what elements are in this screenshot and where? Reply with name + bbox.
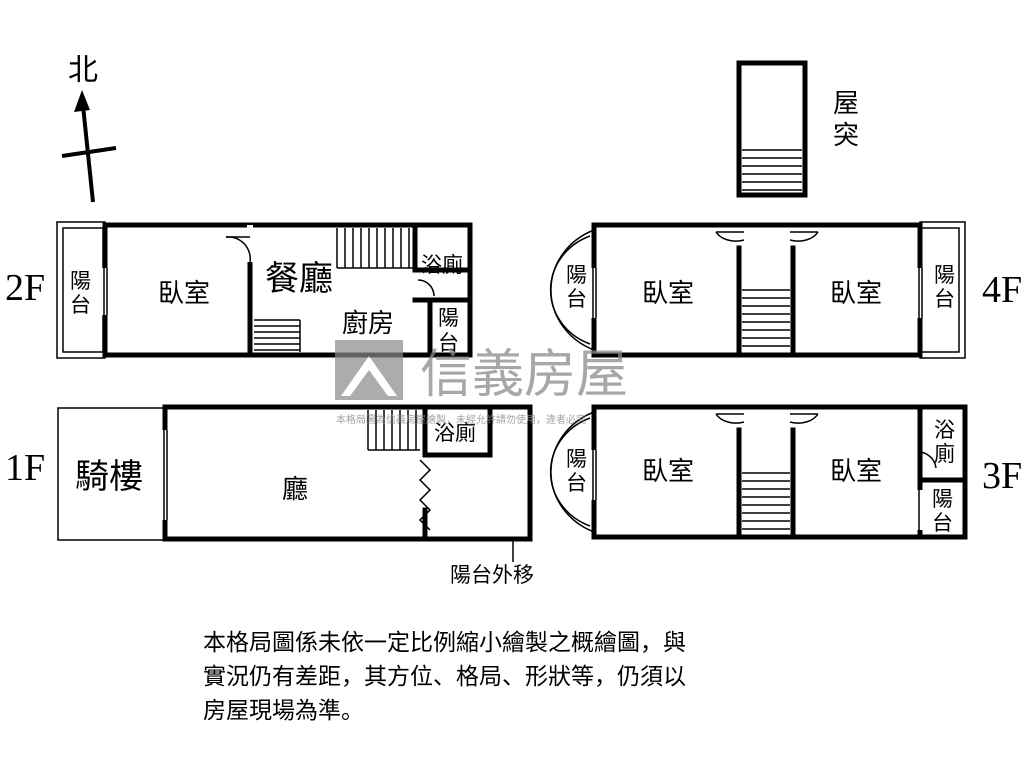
- watermark-logo-icon: [335, 340, 403, 400]
- floor-label-3f: 3F: [982, 455, 1022, 497]
- north-arrow-icon: [80, 95, 95, 203]
- watermark: 信義房屋 本格局圖為信義房屋繪製，未經允許請勿使用，違者必究: [335, 340, 628, 426]
- arrowhead-icon: [74, 90, 90, 112]
- disclaimer-line: 房屋現場為準。: [203, 698, 364, 724]
- floor-1f: [57, 404, 533, 562]
- watermark-brand: 信義房屋: [420, 345, 628, 405]
- roof-label: 屋 突: [833, 89, 867, 151]
- floor-3f: [549, 404, 968, 540]
- room-4f-balcony-left: 陽 台: [566, 263, 594, 311]
- floor-2f: [56, 221, 473, 359]
- room-2f-bedroom: 臥室: [158, 279, 210, 309]
- room-2f-balcony-small: 陽 台: [438, 306, 466, 355]
- floor-label-2f: 2F: [5, 267, 45, 309]
- floor-label-1f: 1F: [5, 447, 45, 489]
- watermark-notice: 本格局圖為信義房屋繪製，未經允許請勿使用，違者必究: [336, 413, 586, 426]
- room-3f-bedroom-left: 臥室: [642, 457, 694, 487]
- room-3f-balcony-left: 陽 台: [566, 447, 594, 495]
- room-2f-kitchen: 廚房: [342, 309, 394, 339]
- floor-label-4f: 4F: [982, 269, 1022, 311]
- room-3f-balcony-right: 陽 台: [932, 487, 960, 535]
- north-compass: 北: [61, 53, 117, 203]
- disclaimer: 本格局圖係未依一定比例縮小繪製之概繪圖，與 實況仍有差距，其方位、格局、形狀等，…: [203, 626, 803, 728]
- north-label: 北: [68, 53, 98, 88]
- room-1f-bath: 浴廁: [434, 421, 476, 445]
- room-3f-bath: 浴 廁: [934, 418, 962, 466]
- room-1f-arcade: 騎樓: [75, 457, 143, 497]
- room-2f-bath: 浴廁: [421, 253, 463, 277]
- disclaimer-line: 實況仍有差距，其方位、格局、形狀等，仍須以: [203, 664, 686, 690]
- room-1f-balcony-note: 陽台外移: [450, 563, 534, 587]
- room-2f-balcony: 陽 台: [70, 269, 98, 317]
- floor-4f: [549, 221, 966, 359]
- room-4f-balcony-right: 陽 台: [934, 263, 962, 311]
- room-2f-dining: 餐廳: [265, 259, 333, 299]
- roof-structure: [736, 60, 808, 198]
- room-4f-bedroom-left: 臥室: [642, 279, 694, 309]
- disclaimer-line: 本格局圖係未依一定比例縮小繪製之概繪圖，與: [203, 630, 686, 656]
- room-4f-bedroom-right: 臥室: [830, 279, 882, 309]
- room-3f-bedroom-right: 臥室: [830, 457, 882, 487]
- room-1f-hall: 廳: [282, 475, 308, 505]
